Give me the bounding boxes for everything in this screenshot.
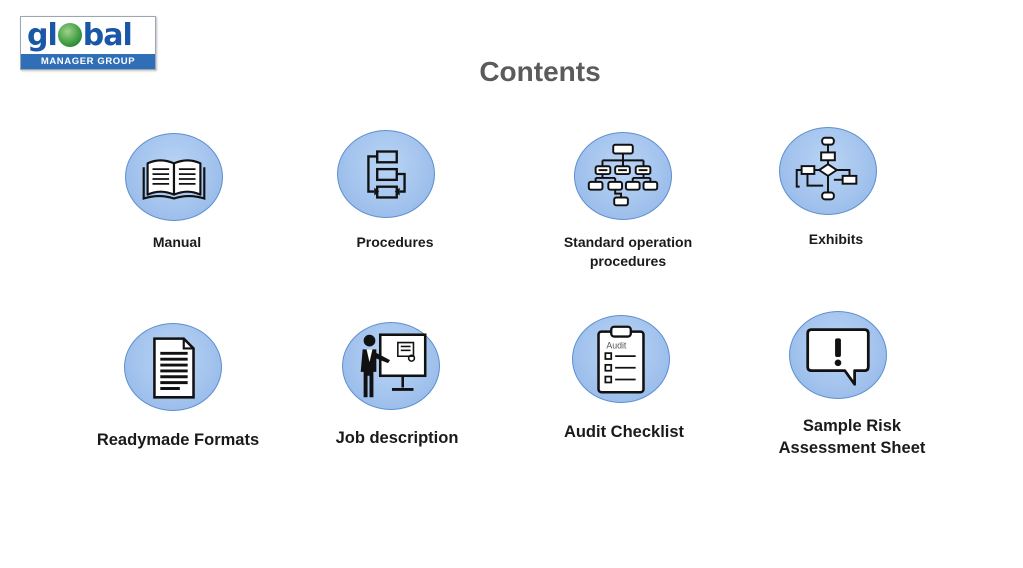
risk-assessment-circle[interactable] [789, 311, 887, 399]
item-label: Sample Risk Assessment Sheet [778, 417, 926, 457]
formats-circle[interactable] [124, 323, 222, 411]
org-chart-icon [587, 143, 659, 207]
sop-circle[interactable] [574, 132, 672, 220]
item-label: Procedures [356, 234, 434, 250]
audit-badge-text: Audit [606, 340, 627, 350]
process-flow-icon [367, 150, 406, 199]
job-description-circle[interactable] [342, 322, 440, 410]
clipboard-icon: Audit [597, 325, 645, 394]
audit-checklist-circle[interactable]: Audit [572, 315, 670, 403]
page-title: Contents [479, 56, 601, 87]
logo-tagline: MANAGER GROUP [21, 54, 155, 69]
warning-bubble-icon [806, 328, 870, 386]
item-label: Exhibits [808, 231, 864, 247]
presenter-icon [360, 333, 427, 398]
procedures-circle[interactable] [337, 130, 435, 218]
open-book-icon [142, 159, 206, 200]
item-label: Standard operation procedures [563, 234, 693, 269]
item-label: Readymade Formats [96, 431, 260, 449]
document-icon [153, 337, 195, 399]
item-label: Audit Checklist [563, 423, 685, 441]
exhibits-circle[interactable] [779, 127, 877, 215]
item-label: Manual [152, 234, 202, 250]
flowchart-icon [795, 136, 858, 201]
item-label: Job description [335, 429, 459, 447]
manual-circle[interactable] [125, 133, 223, 221]
